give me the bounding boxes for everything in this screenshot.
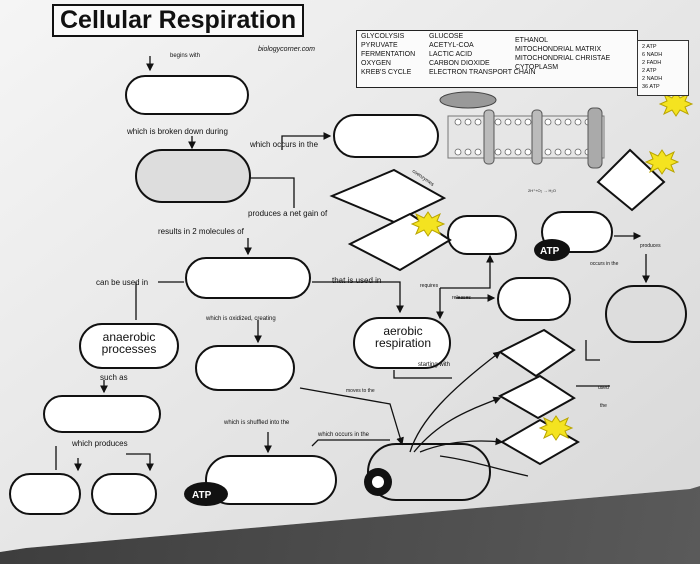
label-used: used	[598, 385, 609, 391]
atp-logo-icon	[534, 239, 570, 261]
coenzyme-diamond-1	[498, 328, 576, 378]
word-bank-item: PYRUVATE	[361, 42, 398, 49]
glucose-blank	[125, 75, 249, 115]
label-begins-with: begins with	[170, 53, 201, 59]
atp-tally-item: 2 NADH	[642, 76, 663, 82]
word-bank: GLYCOLYSIS PYRUVATE FERMENTATION OXYGEN …	[356, 30, 638, 88]
word-bank-item: CYTOPLASM	[515, 64, 559, 71]
atp-tally-item: 36 ATP	[642, 84, 660, 90]
word-bank-item: ACETYL-COA	[429, 42, 474, 49]
label-produces: produces	[640, 243, 661, 249]
label-such-as: such as	[100, 373, 128, 382]
atp-tally-item: 2 ATP	[642, 44, 657, 50]
aerobic-label: aerobic respiration	[374, 324, 432, 350]
page-title: Cellular Respiration	[52, 4, 305, 37]
word-bank-item: MITOCHONDRIAL MATRIX	[515, 46, 602, 53]
svg-text:2H⁺+O₂ → H₂O: 2H⁺+O₂ → H₂O	[528, 188, 556, 193]
label-occurs-in-2: which occurs in the	[318, 432, 370, 438]
label-can-be-used: can be used in	[96, 278, 149, 287]
atp-burst-icon-3	[644, 149, 680, 175]
coenzyme-diamond-2	[497, 374, 576, 420]
label-occurs-in-the: occurs in the	[590, 261, 619, 267]
ethanol-blank	[91, 473, 157, 515]
label-broken-down: which is broken down during	[127, 127, 228, 136]
label-starting-with: starting with	[418, 362, 451, 368]
label-net-gain: produces a net gain of	[248, 209, 328, 218]
label-occurs-in: which occurs in the	[250, 140, 319, 149]
label-shuffled: which is shuffled into the	[224, 420, 290, 426]
label-moves-to: moves to the	[346, 388, 375, 394]
word-bank-item: GLUCOSE	[429, 33, 464, 40]
christae-blank	[605, 285, 687, 343]
atp-tally-item: 2 ATP	[642, 68, 657, 74]
atp-burst-icon-2	[658, 91, 694, 117]
atp-tally-item: 2 FADH	[642, 60, 662, 66]
citric-acid-logo-icon	[439, 91, 497, 109]
aerobic-box	[353, 317, 451, 369]
label-requires: requires	[420, 283, 439, 289]
word-bank-item: FERMENTATION	[361, 51, 416, 58]
atp-burst-icon-4	[538, 415, 574, 441]
credit-text: biologycorner.com	[258, 46, 315, 53]
pyruvate-blank	[185, 257, 311, 299]
word-bank-item: OXYGEN	[361, 60, 391, 67]
word-bank-item: CARBON DIOXIDE	[429, 60, 490, 67]
svg-text:ATP: ATP	[540, 246, 560, 257]
atp-diamond-right	[596, 148, 666, 212]
label-the: the	[600, 403, 607, 409]
matrix-blank	[367, 443, 491, 501]
word-bank-item: ETHANOL	[515, 37, 549, 44]
anaerobic-label: anaerobic processes	[101, 330, 157, 356]
word-bank-item: LACTIC ACID	[429, 51, 473, 58]
cytoplasm-blank	[333, 114, 439, 158]
label-results-2: results in 2 molecules of	[158, 227, 244, 236]
label-that-is-used: that is used in	[332, 276, 382, 285]
lactic-blank	[9, 473, 81, 515]
svg-text:ATP: ATP	[192, 490, 212, 501]
atp-logo-icon-2	[184, 482, 228, 506]
water-blank	[497, 277, 571, 321]
label-which-produces: which produces	[72, 439, 128, 448]
word-bank-item: KREB'S CYCLE	[361, 69, 412, 76]
nadh-blank	[195, 345, 295, 391]
atp-tally-item: 6 NADH	[642, 52, 663, 58]
label-releases: releases	[452, 295, 471, 301]
oxygen-blank	[447, 215, 517, 255]
word-bank-item: GLYCOLYSIS	[361, 33, 405, 40]
atp-burst-icon	[410, 211, 446, 237]
etc-blank	[205, 455, 337, 505]
fermentation-blank	[43, 395, 161, 433]
word-bank-item: MITOCHONDRIAL CHRISTAE	[515, 55, 611, 62]
atp-tally-box: 2 ATP 6 NADH 2 FADH 2 ATP 2 NADH 36 ATP	[637, 40, 689, 96]
label-oxidized: which is oxidized, creating	[206, 316, 276, 322]
glycolysis-blank	[135, 149, 251, 203]
word-bank-item: ELECTRON TRANSPORT CHAIN	[429, 69, 536, 76]
anaerobic-box	[79, 323, 179, 369]
